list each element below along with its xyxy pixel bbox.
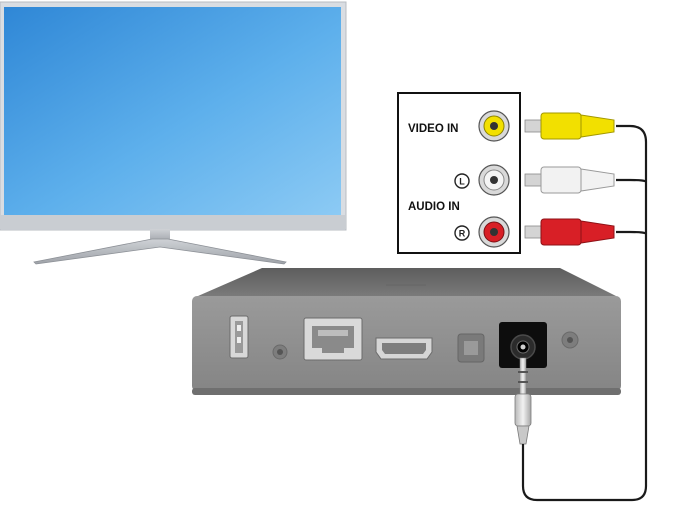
tv-input-panel: VIDEO IN AUDIO IN L R	[397, 92, 521, 254]
av-cable	[521, 124, 648, 502]
audio-left-socket[interactable]	[478, 164, 510, 196]
dc-in-hole	[567, 337, 573, 343]
left-channel-label: L	[459, 177, 465, 187]
right-channel-label: R	[459, 229, 466, 239]
video-in-socket[interactable]	[478, 110, 510, 142]
rca-plug-icon	[524, 166, 615, 194]
tv-stand	[33, 229, 287, 265]
tv-icon	[0, 1, 347, 265]
av-jack-icon[interactable]	[499, 322, 547, 368]
rca-plug-icon	[524, 218, 615, 246]
audio-in-label: AUDIO IN	[408, 201, 460, 213]
audio-right-socket[interactable]	[478, 216, 510, 248]
usb-port-icon[interactable]	[229, 315, 249, 359]
right-channel-badge	[454, 225, 470, 241]
reset-button-icon[interactable]	[457, 333, 485, 363]
power-jack-hole	[277, 349, 283, 355]
ethernet-port-icon[interactable]	[303, 317, 363, 361]
hdmi-port-icon[interactable]	[375, 337, 433, 360]
rca-plug-icon	[524, 112, 615, 140]
minijack-plug-icon	[514, 357, 532, 445]
media-box-icon	[192, 268, 621, 395]
tv-screen	[4, 7, 341, 215]
left-channel-badge	[454, 173, 470, 189]
video-in-label: VIDEO IN	[408, 123, 458, 135]
